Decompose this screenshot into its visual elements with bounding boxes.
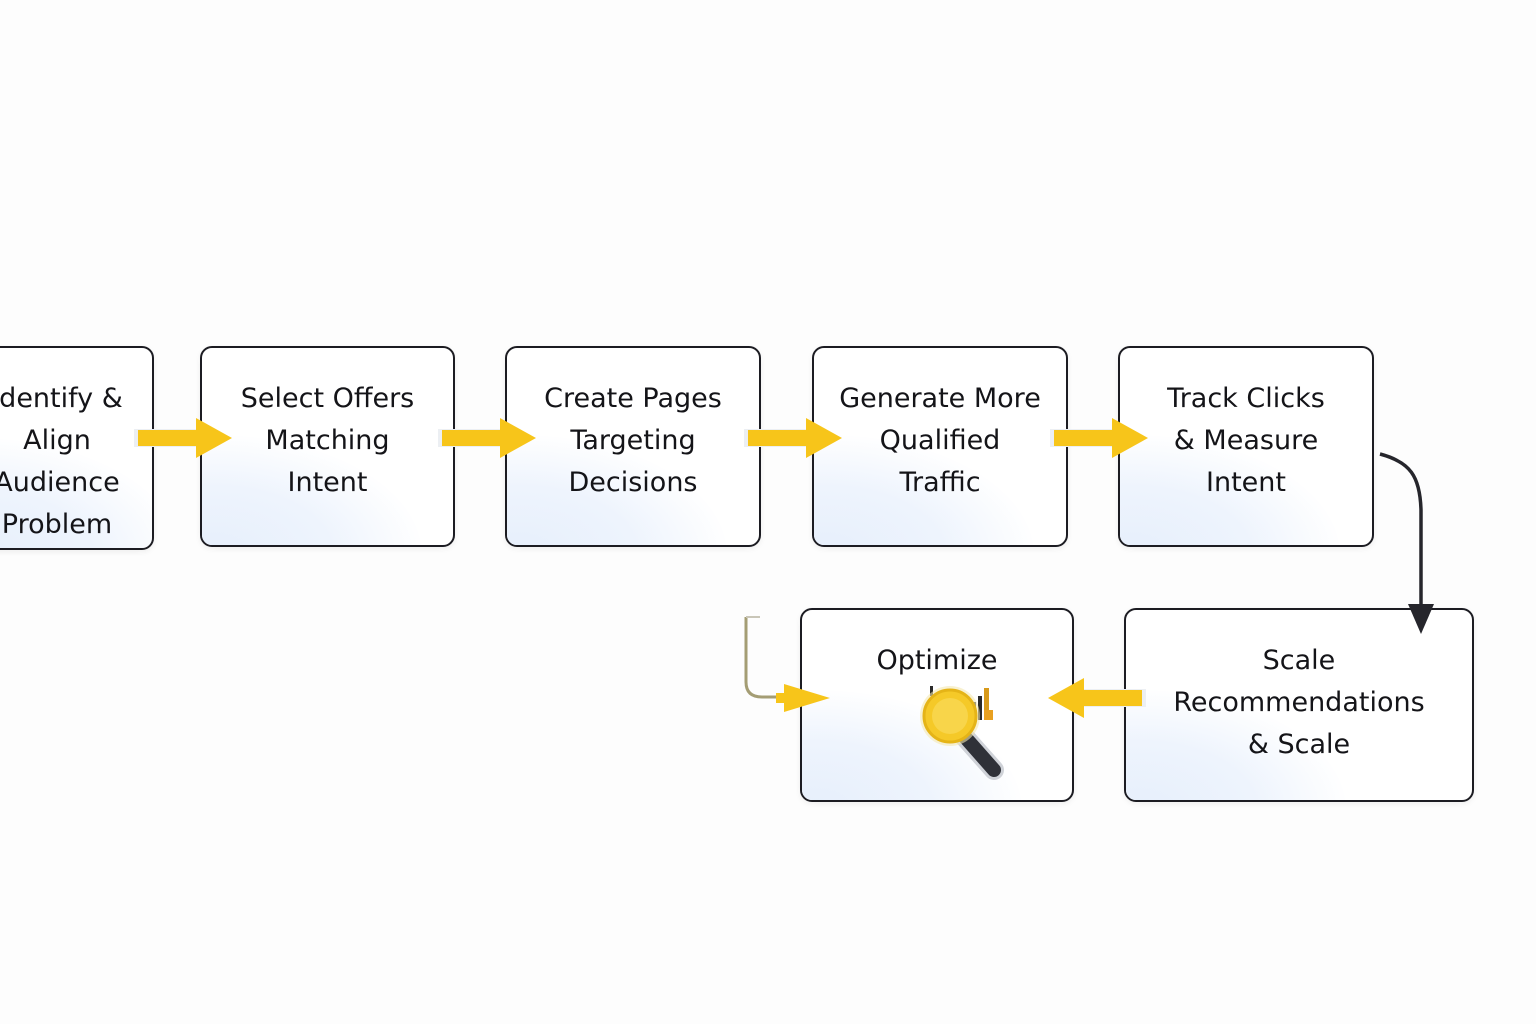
arrow-right-icon [744, 418, 842, 458]
arrow-right-icon [134, 418, 232, 458]
step-optimize: Optimize [800, 608, 1074, 802]
step-scale-recommendations: Scale Recommendations & Scale [1124, 608, 1474, 802]
step-identify-align-audience-problem: Identify & Align Audience Problem [0, 346, 154, 550]
step-select-offers: Select Offers Matching Intent [200, 346, 455, 547]
step-label: Generate More Qualified Traffic [839, 383, 1041, 498]
magnifier-with-bar-chart-icon [920, 686, 1004, 780]
arrow-right-icon [438, 418, 536, 458]
step-label: Identify & Align Audience Problem [0, 383, 123, 540]
step-label: Select Offers Matching Intent [240, 383, 415, 498]
step-label: Optimize [876, 645, 998, 676]
step-track-clicks: Track Clicks & Measure Intent [1118, 346, 1374, 547]
step-generate-traffic: Generate More Qualified Traffic [812, 346, 1068, 547]
step-label: Scale Recommendations & Scale [1173, 645, 1425, 760]
step-label: Create Pages Targeting Decisions [544, 383, 722, 498]
step-create-pages: Create Pages Targeting Decisions [505, 346, 761, 547]
arrow-left-icon [1048, 678, 1146, 718]
arrow-right-icon [1050, 418, 1148, 458]
step-label: Track Clicks & Measure Intent [1167, 383, 1325, 498]
